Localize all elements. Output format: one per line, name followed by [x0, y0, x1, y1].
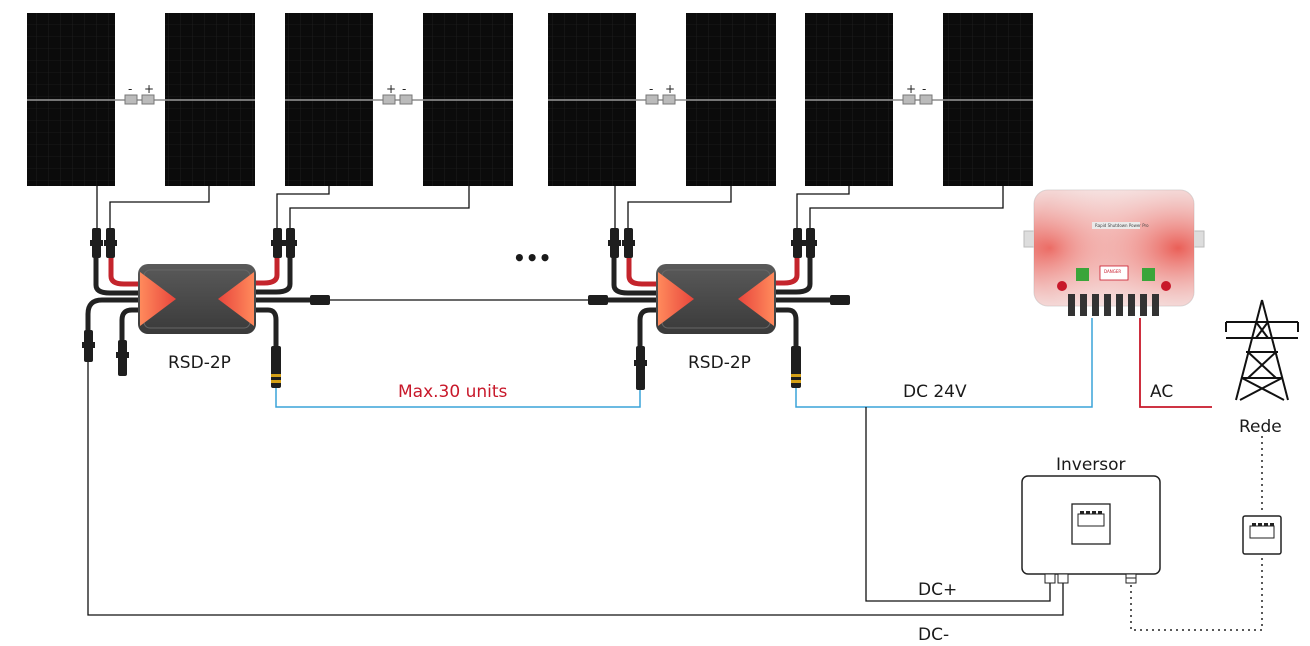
meter-icon: [1242, 515, 1282, 555]
ellipsis: •••: [513, 246, 551, 270]
solar-panel-7: [805, 13, 893, 186]
solar-panel-5: [548, 13, 636, 186]
label-dc-24v: DC 24V: [903, 382, 967, 402]
comm-lines: [1130, 436, 1263, 631]
solar-panel-3: [285, 13, 373, 186]
polarity-3a: -: [649, 82, 653, 96]
label-max-units: Max.30 units: [398, 382, 508, 402]
label-rsd-right: RSD-2P: [688, 353, 751, 373]
label-dc-minus: DC-: [918, 625, 949, 645]
solar-panel-4: [423, 13, 513, 186]
signal-lines: [275, 318, 1093, 408]
label-inverter: Inversor: [1056, 455, 1126, 475]
panel-connector-4: + -: [893, 82, 943, 105]
label-dc-plus: DC+: [918, 580, 957, 600]
solar-panel-8: [943, 13, 1033, 186]
polarity-1b: +: [144, 82, 154, 96]
panel-connector-1: - +: [115, 82, 165, 105]
inverter: [1021, 475, 1161, 584]
dc-lines: [87, 362, 1064, 616]
rapid-shutdown-box: Rapid Shutdown Power Pro DANGER: [1023, 189, 1205, 316]
grid-tower-icon: [1225, 299, 1299, 401]
ac-line: [1139, 318, 1212, 408]
polarity-2b: -: [402, 82, 406, 96]
box-header-text: Rapid Shutdown Power Pro: [1095, 223, 1149, 228]
polarity-4b: -: [922, 82, 926, 96]
solar-panel-6: [686, 13, 776, 186]
polarity-4a: +: [906, 82, 916, 96]
panel-wires: [96, 186, 1004, 228]
panel-connector-2: + -: [373, 82, 423, 105]
solar-panel-2: [165, 13, 255, 186]
polarity-2a: +: [386, 82, 396, 96]
polarity-1a: -: [128, 82, 132, 96]
polarity-3b: +: [665, 82, 675, 96]
label-grid: Rede: [1239, 417, 1282, 437]
solar-panel-1: [27, 13, 115, 186]
box-warning-text: DANGER: [1104, 269, 1121, 274]
rsd-unit-left: [82, 228, 330, 388]
label-rsd-left: RSD-2P: [168, 353, 231, 373]
label-ac: AC: [1150, 382, 1173, 402]
panel-connector-3: - +: [636, 82, 686, 105]
rsd-unit-right: [588, 228, 850, 390]
